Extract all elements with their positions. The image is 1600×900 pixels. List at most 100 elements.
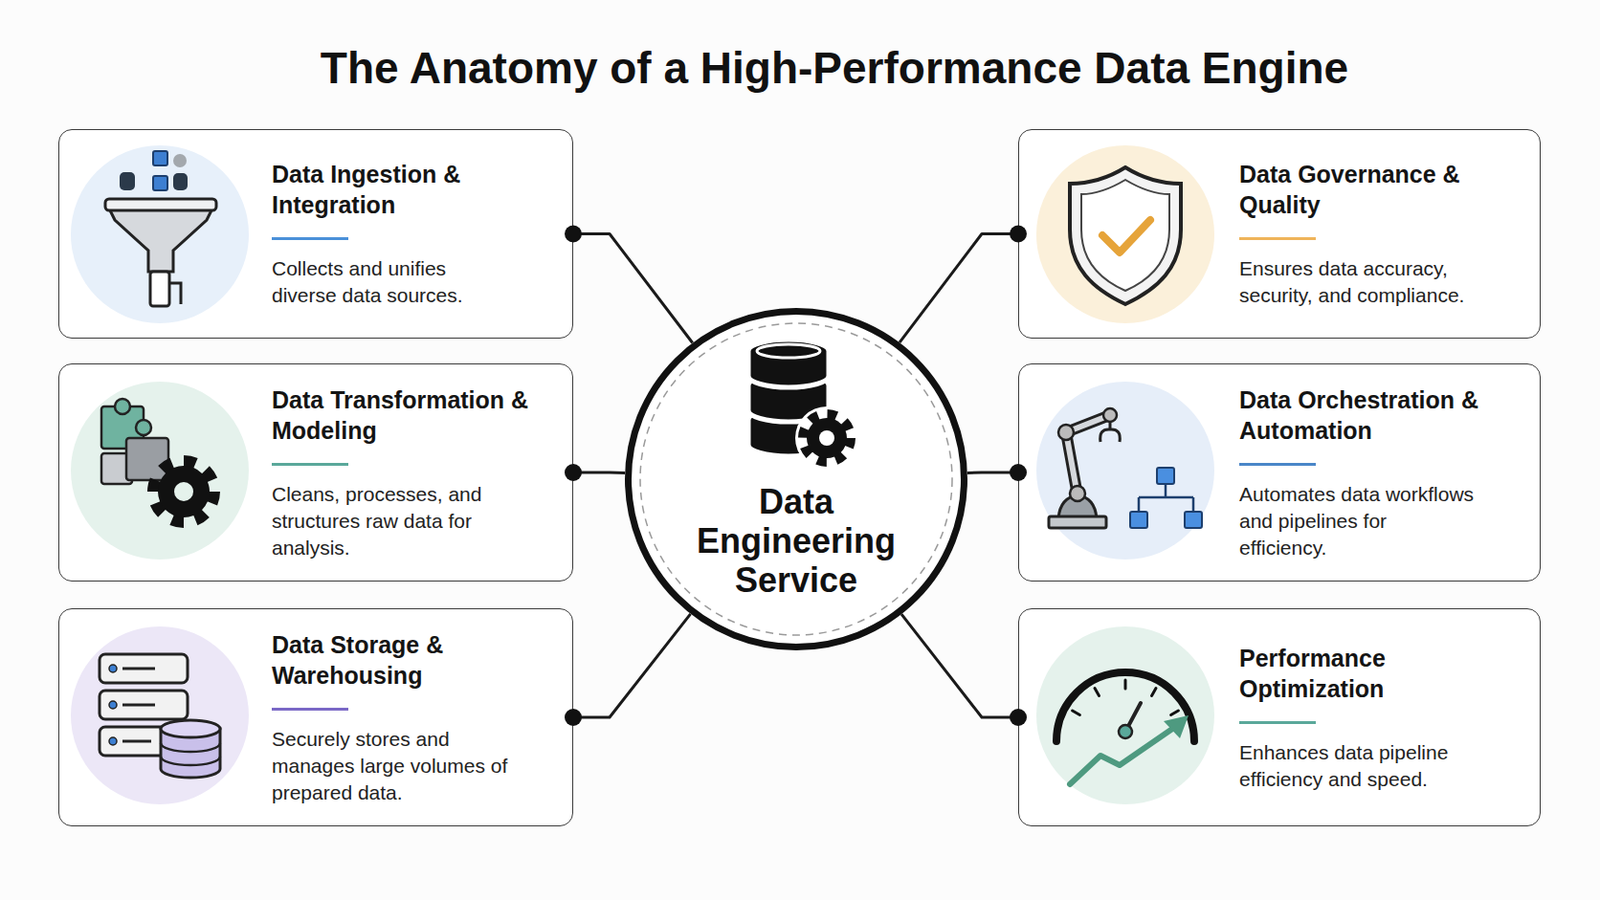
connector-dot	[1009, 225, 1027, 244]
trend-arrow	[1069, 727, 1176, 785]
icon-backdrop	[1036, 145, 1215, 324]
flow-link	[1138, 484, 1194, 512]
puzzle-piece	[101, 453, 133, 485]
data-block	[153, 151, 168, 166]
funnel-body	[107, 204, 215, 272]
shield-outer	[1069, 167, 1181, 305]
box-heading: Performance Optimization	[1239, 643, 1517, 705]
storage-cylinder	[160, 729, 221, 778]
server-slot	[122, 668, 156, 742]
gear-teeth	[802, 414, 851, 463]
component-box: Data Governance & QualityEnsures data ac…	[1018, 129, 1541, 339]
puzzle-piece	[101, 406, 144, 449]
diagram-title: The Anatomy of a High-Performance Data E…	[320, 42, 1349, 94]
funnel-pipe	[169, 283, 181, 305]
icon-backdrop	[1036, 626, 1215, 805]
gear-backdrop	[795, 406, 859, 470]
connector-dot	[1009, 464, 1027, 482]
arm-joint	[1058, 424, 1074, 441]
connector-line	[899, 234, 1019, 344]
connector-line	[901, 614, 1019, 718]
gear-teeth	[153, 461, 215, 523]
connector-dot	[564, 225, 582, 244]
db-rim	[756, 344, 821, 358]
accent-bar	[271, 237, 349, 241]
data-block	[173, 173, 188, 191]
accent-bar	[1239, 463, 1316, 467]
component-box: Data Storage & WarehousingSecurely store…	[58, 608, 574, 827]
icon-backdrop	[70, 145, 249, 324]
shield-icon	[1036, 145, 1215, 324]
puzzle-knob	[114, 399, 131, 415]
trend-arrowhead	[1163, 715, 1189, 739]
check-mark	[1102, 220, 1151, 253]
gear-hole	[819, 430, 835, 446]
gauge-arc	[1056, 672, 1195, 742]
db-disc	[748, 374, 829, 423]
puzzle-icon	[70, 381, 249, 560]
server-led	[109, 701, 117, 710]
arm-base	[1058, 495, 1097, 519]
connector-dot	[564, 464, 582, 482]
box-heading: Data Ingestion & Integration	[271, 158, 550, 221]
box-content: Data Ingestion & IntegrationCollects and…	[271, 130, 550, 338]
accent-bar	[271, 708, 349, 712]
box-heading: Data Governance & Quality	[1239, 158, 1517, 221]
icon-backdrop	[1036, 381, 1215, 560]
robot-arm-icon	[1036, 381, 1215, 560]
server-unit	[99, 654, 188, 684]
gear-body	[806, 418, 847, 459]
icon-backdrop	[70, 381, 249, 560]
component-box: Performance OptimizationEnhances data pi…	[1018, 608, 1541, 827]
box-heading: Data Orchestration & Automation	[1239, 384, 1517, 446]
connector-dot	[564, 709, 582, 727]
db-disc	[748, 408, 829, 457]
icon-backdrop	[70, 626, 249, 805]
shield-inner	[1081, 179, 1170, 291]
puzzle-piece	[126, 438, 169, 481]
gauge-needle	[1125, 703, 1141, 733]
arm-segment	[1066, 415, 1111, 496]
flow-node	[1184, 511, 1202, 529]
gauge-pivot	[1118, 725, 1133, 739]
data-block	[119, 172, 135, 191]
box-description: Securely stores and manages large volume…	[271, 726, 510, 807]
accent-bar	[1239, 721, 1316, 725]
database-icon	[748, 339, 859, 470]
accent-bar	[271, 463, 349, 467]
flow-node	[1156, 467, 1175, 485]
box-content: Data Transformation & ModelingCleans, pr…	[271, 364, 550, 581]
data-block	[173, 154, 187, 168]
box-description: Automates data workflows and pipelines f…	[1239, 481, 1479, 562]
accent-bar	[1239, 237, 1316, 241]
box-heading: Data Storage & Warehousing	[271, 629, 550, 691]
box-description: Ensures data accuracy, security, and com…	[1239, 255, 1479, 310]
box-heading: Data Transformation & Modeling	[271, 384, 550, 446]
arm-claw	[1100, 422, 1121, 443]
gear-hole	[174, 482, 194, 502]
gauge-icon	[1036, 626, 1215, 805]
arm-joint	[1103, 408, 1117, 423]
box-content: Performance OptimizationEnhances data pi…	[1239, 609, 1517, 826]
arm-outline	[1066, 415, 1111, 496]
component-box: Data Orchestration & AutomationAutomates…	[1018, 363, 1541, 582]
component-box: Data Transformation & ModelingCleans, pr…	[58, 363, 574, 582]
component-box: Data Ingestion & IntegrationCollects and…	[58, 129, 574, 339]
server-unit	[99, 690, 188, 720]
server-led	[109, 737, 117, 746]
gear-body	[157, 466, 210, 518]
server-led	[109, 665, 117, 673]
server-icon	[70, 626, 249, 805]
arm-joint	[1069, 486, 1086, 502]
box-description: Collects and unifies diverse data source…	[271, 255, 510, 310]
server-unit	[99, 727, 188, 756]
funnel-stem	[150, 271, 170, 307]
box-description: Cleans, processes, and structures raw da…	[271, 481, 510, 562]
puzzle-knob	[135, 420, 152, 436]
flow-node	[1130, 511, 1148, 529]
cylinder-top	[160, 720, 221, 738]
gauge-tick	[1072, 680, 1179, 716]
funnel-icon	[70, 145, 249, 324]
